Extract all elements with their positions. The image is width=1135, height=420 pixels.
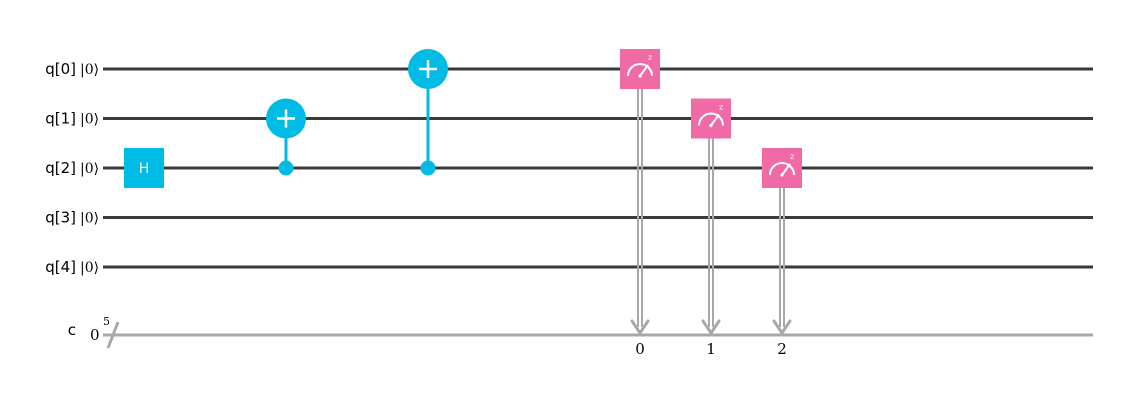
meter-needle-icon [710,113,720,127]
cnot-control-dot [420,160,436,176]
measure-gate-box [620,49,660,89]
meter-basis-z: z [790,152,794,161]
meter-arc-icon [698,112,724,126]
hadamard-gate-box [124,148,164,188]
classical-bit-index: 2 [777,340,787,358]
meter-pivot-icon [709,123,713,128]
classical-init: 0 [90,326,100,344]
measure-gate-box [691,98,731,139]
measure-gate: z [691,98,731,139]
measure-connector: 2 [772,188,792,358]
meter-pivot-icon [780,173,784,177]
classical-bit-index: 1 [706,340,716,358]
meter-basis-z: z [648,53,652,62]
gates-layer: Hz z z [124,49,802,188]
qubit-init-1: |0⟩ [80,112,99,128]
qubit-init-4: |0⟩ [80,260,99,276]
classical-register-size: 5 [103,315,110,328]
cnot-control-dot [278,160,294,176]
meter-arc-icon [769,162,795,176]
meter-needle-icon [781,163,791,176]
hadamard-gate-label: H [139,161,150,177]
cnot-gate [408,49,448,176]
measure-arrowhead [701,319,721,335]
qubit-label-1: q[1] [45,110,76,128]
qubit-init-0: |0⟩ [80,62,99,78]
meter-pivot-icon [638,74,642,78]
cnot-gate [266,98,306,176]
connectors-layer: 0 1 2 [630,89,792,358]
qubit-label-3: q[3] [45,209,76,227]
measure-gate: z [762,148,802,188]
qubit-init-3: |0⟩ [80,211,99,227]
classical-bit-index: 0 [635,340,645,358]
measure-arrowhead [772,319,792,335]
measure-arrowhead [630,319,650,335]
classical-label: c [68,321,76,339]
qubit-label-4: q[4] [45,258,76,276]
measure-gate: z [620,49,660,89]
qubit-init-2: |0⟩ [80,161,99,177]
meter-needle-icon [639,64,649,77]
hadamard-gate: H [124,148,164,188]
classical-bus-slash [106,321,120,349]
meter-arc-icon [627,63,653,77]
measure-connector: 1 [701,138,721,358]
qubit-label-2: q[2] [45,159,76,177]
measure-gate-box [762,148,802,188]
wires-layer [103,67,1093,349]
measure-connector: 0 [630,89,650,358]
meter-basis-z: z [719,103,723,112]
qubit-label-0: q[0] [45,60,76,78]
